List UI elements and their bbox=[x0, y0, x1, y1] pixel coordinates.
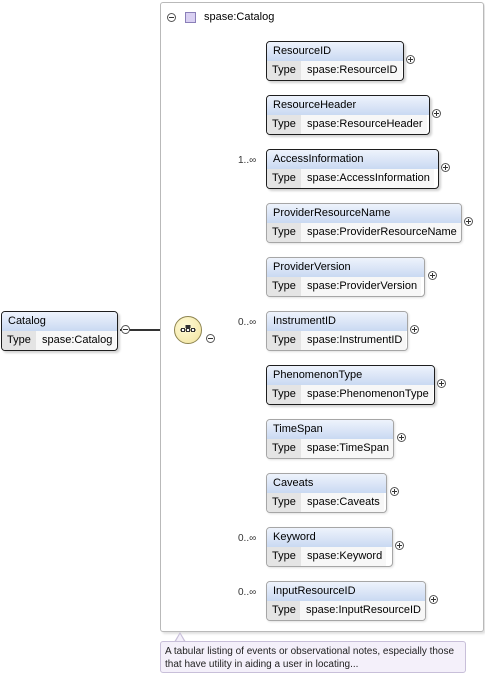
occurrence-label: 0..∞ bbox=[238, 533, 257, 544]
type-label: Type bbox=[267, 331, 301, 350]
element-name: Catalog bbox=[2, 312, 117, 331]
element-name: ProviderResourceName bbox=[267, 204, 461, 223]
root-element[interactable]: Catalog Type spase:Catalog bbox=[1, 311, 118, 351]
occurrence-label: 1..∞ bbox=[238, 155, 257, 166]
sequence-compositor[interactable] bbox=[174, 316, 202, 344]
element-instrument-id[interactable]: InstrumentID Type spase:InstrumentID bbox=[266, 311, 408, 351]
element-name: Keyword bbox=[267, 528, 392, 547]
element-caveats[interactable]: Caveats Type spase:Caveats bbox=[266, 473, 387, 513]
expand-icon[interactable] bbox=[464, 217, 473, 226]
type-label: Type bbox=[267, 547, 301, 566]
element-time-span[interactable]: TimeSpan Type spase:TimeSpan bbox=[266, 419, 394, 459]
panel-header: spase:Catalog bbox=[167, 9, 274, 25]
complex-type-icon bbox=[185, 11, 196, 23]
element-keyword[interactable]: Keyword Type spase:Keyword bbox=[266, 527, 393, 567]
type-label: Type bbox=[267, 277, 301, 296]
panel-title: spase:Catalog bbox=[204, 11, 275, 23]
type-value: spase:Caveats bbox=[301, 493, 384, 512]
element-name: PhenomenonType bbox=[267, 366, 434, 385]
element-input-resource-id[interactable]: InputResourceID Type spase:InputResource… bbox=[266, 581, 426, 621]
expand-icon[interactable] bbox=[406, 55, 415, 64]
expand-icon[interactable] bbox=[410, 325, 419, 334]
element-name: ResourceID bbox=[267, 42, 403, 61]
element-resource-id[interactable]: ResourceID Type spase:ResourceID bbox=[266, 41, 404, 81]
type-value: spase:Catalog bbox=[36, 331, 117, 350]
type-label: Type bbox=[267, 61, 301, 80]
documentation-pointer-fill bbox=[175, 634, 185, 643]
element-access-information[interactable]: AccessInformation Type spase:AccessInfor… bbox=[266, 149, 439, 189]
type-value: spase:ResourceID bbox=[301, 61, 402, 80]
occurrence-label: 0..∞ bbox=[238, 317, 257, 328]
expand-icon[interactable] bbox=[432, 109, 441, 118]
sequence-collapse-icon[interactable] bbox=[206, 334, 215, 343]
type-label: Type bbox=[267, 385, 301, 404]
collapse-icon[interactable] bbox=[167, 12, 176, 22]
root-collapse-icon[interactable] bbox=[121, 325, 130, 334]
element-resource-header[interactable]: ResourceHeader Type spase:ResourceHeader bbox=[266, 95, 430, 135]
type-label: Type bbox=[2, 331, 36, 350]
type-value: spase:ProviderResourceName bbox=[301, 223, 461, 242]
element-name: ResourceHeader bbox=[267, 96, 429, 115]
expand-icon[interactable] bbox=[397, 433, 406, 442]
documentation-annotation: A tabular listing of events or observati… bbox=[160, 641, 466, 673]
element-name: ProviderVersion bbox=[267, 258, 424, 277]
type-value: spase:InputResourceID bbox=[300, 601, 425, 620]
expand-icon[interactable] bbox=[390, 487, 399, 496]
element-name: InputResourceID bbox=[267, 582, 425, 601]
type-value: spase:AccessInformation bbox=[301, 169, 434, 188]
type-label: Type bbox=[267, 169, 301, 188]
element-name: TimeSpan bbox=[267, 420, 393, 439]
type-value: spase:InstrumentID bbox=[301, 331, 407, 350]
type-label: Type bbox=[267, 601, 301, 620]
type-value: spase:TimeSpan bbox=[300, 439, 393, 458]
sequence-icon bbox=[180, 325, 196, 332]
element-name: AccessInformation bbox=[267, 150, 438, 169]
type-label: Type bbox=[267, 223, 301, 242]
type-label: Type bbox=[267, 439, 301, 458]
element-name: Caveats bbox=[267, 474, 386, 493]
type-label: Type bbox=[267, 493, 301, 512]
element-phenomenon-type[interactable]: PhenomenonType Type spase:PhenomenonType bbox=[266, 365, 435, 405]
element-provider-version[interactable]: ProviderVersion Type spase:ProviderVersi… bbox=[266, 257, 425, 297]
type-value: spase:ResourceHeader bbox=[301, 115, 427, 134]
expand-icon[interactable] bbox=[428, 271, 437, 280]
type-label: Type bbox=[267, 115, 301, 134]
type-value: spase:ProviderVersion bbox=[301, 277, 422, 296]
element-provider-resource-name[interactable]: ProviderResourceName Type spase:Provider… bbox=[266, 203, 462, 243]
expand-icon[interactable] bbox=[441, 163, 450, 172]
type-value: spase:Keyword bbox=[301, 547, 387, 566]
expand-icon[interactable] bbox=[429, 595, 438, 604]
occurrence-label: 0..∞ bbox=[238, 587, 257, 598]
element-name: InstrumentID bbox=[267, 312, 407, 331]
type-value: spase:PhenomenonType bbox=[301, 385, 433, 404]
expand-icon[interactable] bbox=[395, 541, 404, 550]
expand-icon[interactable] bbox=[437, 379, 446, 388]
